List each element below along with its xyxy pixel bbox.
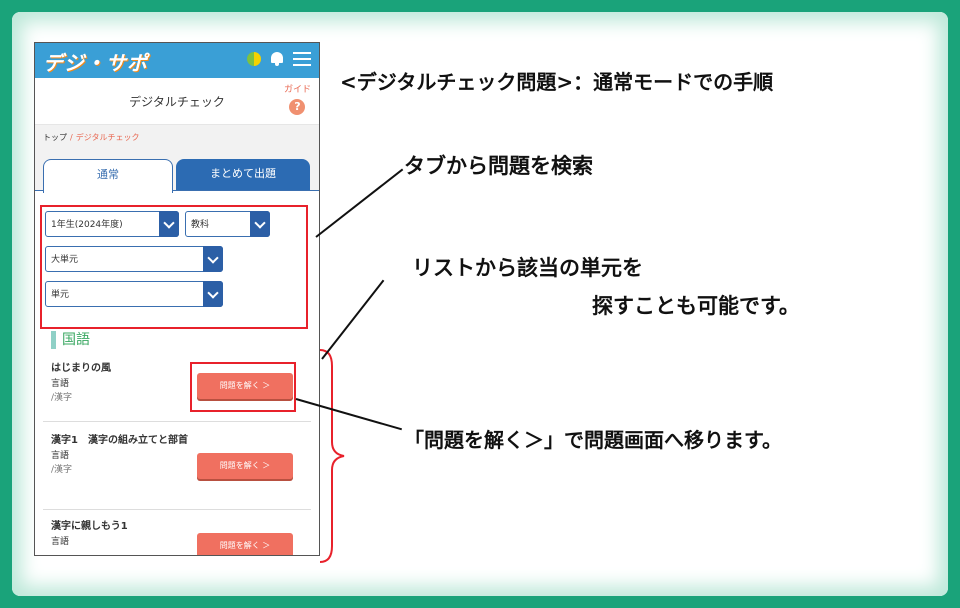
item-name: 漢字1 漢字の組み立てと部首 (51, 435, 188, 446)
filter-highlight-box (40, 205, 308, 329)
breadcrumb-separator: / (70, 133, 73, 142)
divider (43, 421, 311, 422)
guide-label: ガイド (283, 85, 311, 95)
bell-icon[interactable] (270, 51, 284, 67)
list-item: 漢字に親しもう1 言語 (51, 519, 311, 549)
subject-select-value: 教科 (191, 220, 210, 230)
item-subject: 言語 (51, 379, 70, 389)
beginner-leaf-icon[interactable] (247, 50, 261, 68)
item-name: 漢字に親しもう1 (51, 521, 128, 532)
list-brace (319, 349, 345, 563)
item-name: はじまりの風 (51, 363, 111, 374)
breadcrumb-home[interactable]: トップ (43, 133, 67, 142)
unit-select[interactable]: 単元 (45, 281, 223, 307)
item-subject: 言語 (51, 451, 70, 461)
chevron-down-icon (203, 246, 223, 272)
annotation-list-search-1: リストから該当の単元を (412, 256, 643, 280)
header-icons (247, 50, 311, 68)
item-chapter: /漢字 (51, 465, 73, 475)
guide-button[interactable]: ガイド ? (284, 82, 311, 115)
app-logo[interactable]: デジ・サポ (43, 51, 148, 75)
chevron-down-icon (159, 211, 179, 237)
phone-screen: デジ・サポ デジタルチェック ガイド ? トップ/デジタルチェック まとめて出題… (34, 42, 320, 556)
unit-select-value: 単元 (51, 290, 70, 300)
annotation-solve-hint: 「問題を解く＞」で問題画面へ移ります。 (404, 428, 782, 452)
menu-icon[interactable] (293, 52, 311, 66)
subject-select[interactable]: 教科 (185, 211, 270, 237)
list-item: はじまりの風 言語 /漢字 (51, 361, 311, 405)
major-unit-select[interactable]: 大単元 (45, 246, 223, 272)
solve-button[interactable]: 問題を解く ＞ (197, 533, 293, 555)
tab-bar: まとめて出題 通常 (35, 151, 319, 193)
list-item: 漢字1 漢字の組み立てと部首 言語 /漢字 (51, 433, 311, 477)
chevron-down-icon (203, 281, 223, 307)
solve-button[interactable]: 問題を解く ＞ (197, 373, 293, 399)
screen-title: デジタルチェック (129, 95, 225, 109)
annotation-list-search-2: 探すことも可能です。 (592, 294, 800, 318)
title-bar: デジタルチェック ガイド ? (35, 78, 319, 125)
grade-select-value: 1年生(2024年度) (51, 220, 123, 230)
major-unit-select-value: 大単元 (51, 255, 79, 265)
subject-heading: 国語 (51, 331, 90, 349)
tab-divider (35, 190, 319, 191)
divider (43, 509, 311, 510)
app-header: デジ・サポ (35, 43, 319, 78)
item-subject: 言語 (51, 537, 70, 547)
breadcrumb-current: デジタルチェック (75, 133, 140, 142)
page-title: <デジタルチェック問題>：通常モードでの手順 (340, 70, 774, 94)
breadcrumb: トップ/デジタルチェック (35, 125, 319, 151)
item-chapter: /漢字 (51, 393, 73, 403)
button-highlight-box (190, 362, 296, 412)
help-icon: ? (289, 99, 306, 115)
tab-batch[interactable]: まとめて出題 (176, 159, 310, 191)
tab-normal[interactable]: 通常 (43, 159, 173, 193)
solve-button[interactable]: 問題を解く ＞ (197, 453, 293, 479)
annotation-tab-search: タブから問題を検索 (404, 154, 593, 178)
grade-select[interactable]: 1年生(2024年度) (45, 211, 179, 237)
chevron-down-icon (250, 211, 270, 237)
